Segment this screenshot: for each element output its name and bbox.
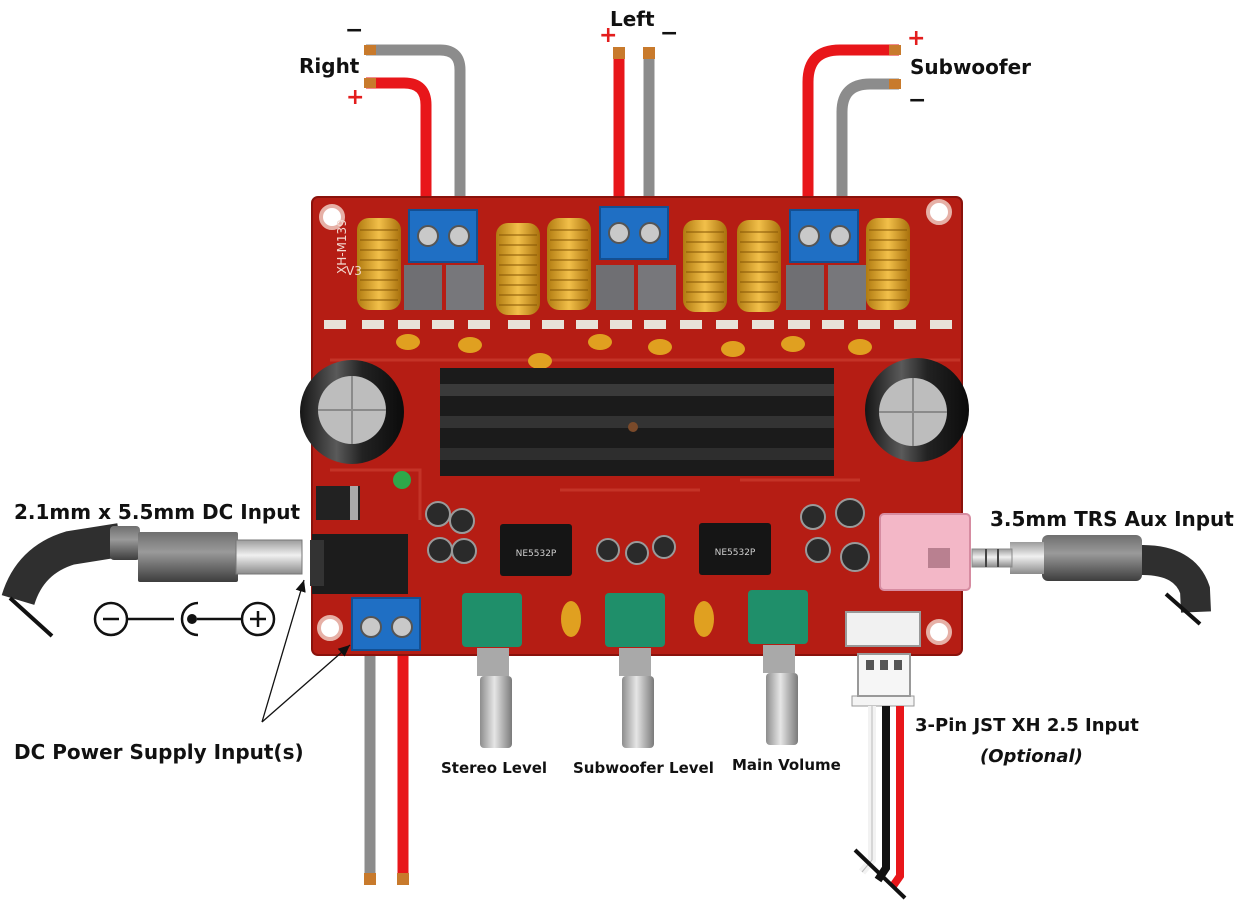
- subwoofer-minus-sign: −: [908, 88, 927, 113]
- polarity-symbol: [93, 601, 276, 637]
- right-speaker-wires: [364, 44, 466, 220]
- dc-input-label: 2.1mm x 5.5mm DC Input: [14, 500, 301, 524]
- board-model-label: XH-M139: [335, 219, 349, 274]
- jst-input-label: 3-Pin JST XH 2.5 Input: [915, 715, 1139, 736]
- aux-input-label: 3.5mm TRS Aux Input: [990, 507, 1234, 531]
- dc-jack-socket: [310, 534, 408, 594]
- film-capacitors: [404, 265, 866, 310]
- right-channel-label: Right: [299, 54, 360, 78]
- opamp-chips: NE5532P NE5532P: [500, 523, 771, 576]
- resistor-row: [324, 320, 952, 329]
- jst-socket: [845, 611, 921, 697]
- right-plus-sign: +: [346, 85, 365, 110]
- power-wires: [364, 640, 409, 885]
- left-speaker-wires: [613, 47, 655, 220]
- ceramic-capacitors: [396, 334, 872, 369]
- opamp-label-right: NE5532P: [715, 548, 756, 558]
- power-terminal: [351, 597, 421, 651]
- dc-power-arrows: [261, 579, 351, 723]
- aux-plug: [971, 535, 1211, 626]
- potentiometer-main: [748, 590, 808, 745]
- dc-plug: [1, 523, 303, 638]
- right-minus-sign: −: [345, 18, 364, 43]
- left-channel-label: Left: [610, 7, 655, 31]
- jst-optional-label: (Optional): [980, 746, 1083, 767]
- opamp-label-left: NE5532P: [516, 549, 557, 559]
- subwoofer-plus-sign: +: [907, 26, 926, 51]
- potentiometer-stereo: [462, 593, 522, 748]
- left-minus-sign: −: [660, 21, 679, 46]
- electrolytic-capacitors: [300, 358, 969, 464]
- board-version-label: V3: [346, 264, 362, 278]
- subwoofer-channel-label: Subwoofer: [910, 55, 1032, 79]
- jst-wires: [851, 695, 915, 900]
- aux-jack-socket: [879, 513, 971, 591]
- main-volume-label: Main Volume: [732, 756, 841, 774]
- dc-power-label: DC Power Supply Input(s): [14, 740, 304, 764]
- stereo-level-label: Stereo Level: [441, 759, 548, 777]
- speaker-terminals: [408, 206, 859, 263]
- small-components: [316, 471, 870, 637]
- subwoofer-speaker-wires: [802, 44, 901, 220]
- left-plus-sign: +: [599, 23, 618, 48]
- heatsink: [440, 368, 834, 476]
- inductor-coils: [357, 218, 910, 315]
- potentiometer-subwoofer: [605, 593, 665, 748]
- subwoofer-level-label: Subwoofer Level: [573, 759, 714, 777]
